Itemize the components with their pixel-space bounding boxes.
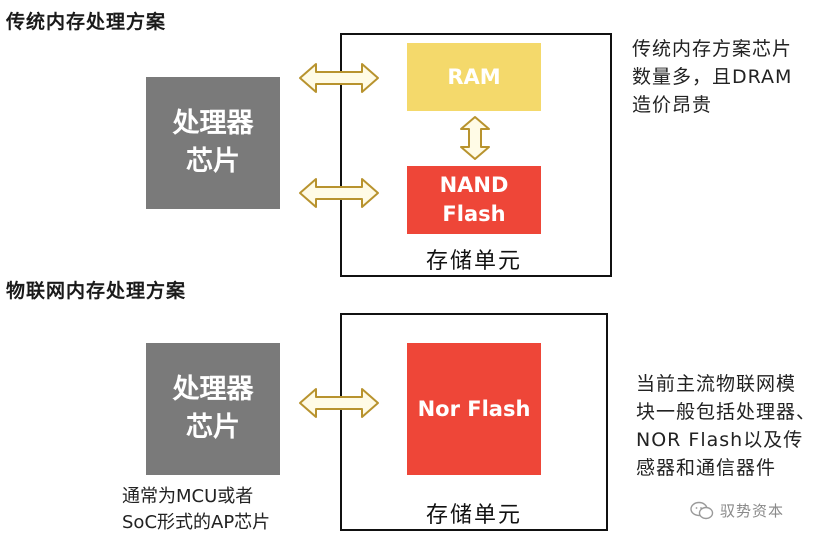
processor-label-line2: 芯片 xyxy=(186,412,240,443)
processor-chip-box: 处理器 芯片 xyxy=(146,343,280,475)
storage-unit-label: 存储单元 xyxy=(425,249,522,274)
bidirectional-arrow-icon xyxy=(299,178,379,208)
description-line: 当前主流物联网模 xyxy=(636,373,797,395)
storage-unit-label: 存储单元 xyxy=(425,503,522,528)
section-title-iot: 物联网内存处理方案 xyxy=(6,280,187,302)
bidirectional-arrow-icon xyxy=(299,63,379,93)
nor-flash-label: Nor Flash xyxy=(417,396,531,421)
nand-flash-chip: NAND Flash xyxy=(407,166,541,234)
section-title-traditional: 传统内存处理方案 xyxy=(6,11,167,33)
nand-label-line2: Flash xyxy=(442,202,506,226)
ram-label: RAM xyxy=(447,64,501,89)
traditional-description: 传统内存方案芯片 数量多，且DRAM 造价昂贵 xyxy=(632,35,792,119)
processor-label-line1: 处理器 xyxy=(172,374,254,405)
description-line: 块一般包括处理器、 xyxy=(636,401,817,423)
iot-description: 当前主流物联网模 块一般包括处理器、 NOR Flash以及传 感器和通信器件 xyxy=(636,370,816,482)
processor-chip-box: 处理器 芯片 xyxy=(146,77,280,209)
description-line: 造价昂贵 xyxy=(632,94,713,116)
nor-flash-chip: Nor Flash xyxy=(407,343,541,475)
nand-label-line1: NAND xyxy=(439,173,509,197)
description-line: 感器和通信器件 xyxy=(636,457,777,479)
description-line: 数量多，且DRAM xyxy=(632,66,793,88)
caption-line: 通常为MCU或者 xyxy=(122,486,254,507)
watermark: 驭势资本 xyxy=(690,500,784,521)
ram-chip: RAM xyxy=(407,43,541,111)
vertical-bidirectional-arrow-icon xyxy=(460,116,490,160)
processor-label-line1: 处理器 xyxy=(172,108,254,139)
description-line: NOR Flash以及传 xyxy=(636,429,804,451)
bidirectional-arrow-icon xyxy=(299,388,379,418)
caption-line: SoC形式的AP芯片 xyxy=(122,512,271,533)
watermark-text: 驭势资本 xyxy=(720,502,785,520)
processor-caption: 通常为MCU或者 SoC形式的AP芯片 xyxy=(122,484,270,536)
wechat-icon xyxy=(690,501,714,519)
processor-label-line2: 芯片 xyxy=(186,146,240,177)
description-line: 传统内存方案芯片 xyxy=(632,38,793,60)
